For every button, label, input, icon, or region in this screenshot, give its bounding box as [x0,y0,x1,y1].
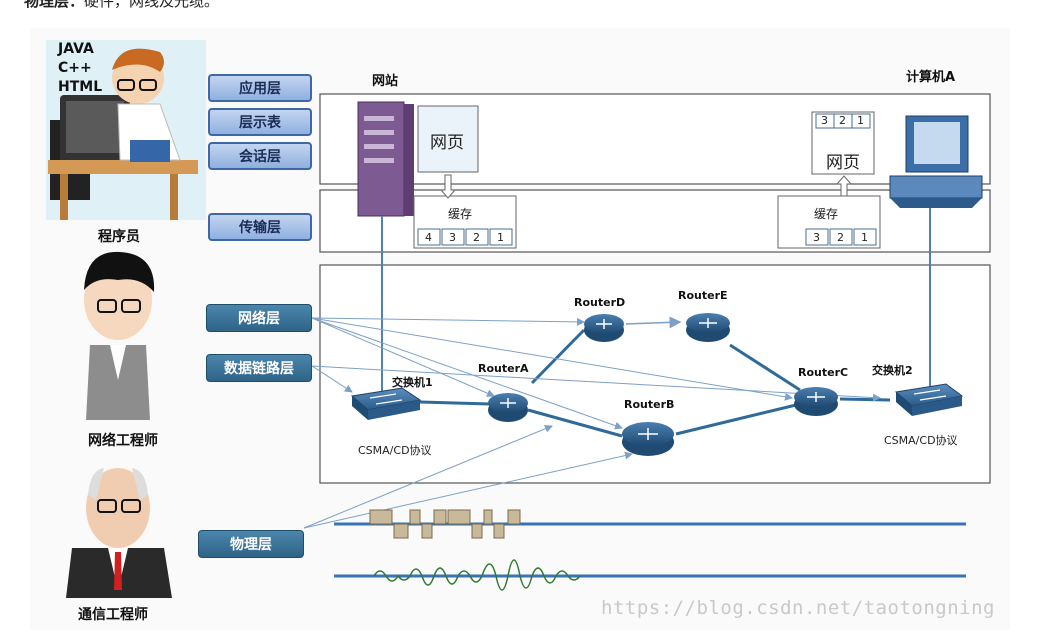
router-e-label: RouterE [678,289,728,302]
down-arrow-icon [439,174,457,199]
cache-right-title: 缓存 [814,207,839,221]
router-b-icon [622,422,674,456]
router-c-label: RouterC [798,366,849,379]
application-layer-button[interactable]: 应用层 [208,74,312,102]
network-links [419,328,891,438]
network-engineer-illustration [84,251,155,420]
website-title: 网站 [372,74,399,89]
datalink-layer-button[interactable]: 数据链路层 [206,354,312,382]
analog-signal [373,559,581,591]
programmer-label: 程序员 [98,229,140,245]
server-icon [357,101,414,217]
router-a-icon [488,393,528,422]
switch2-protocol: CSMA/CD协议 [884,434,958,447]
computer-title: 计算机A [906,70,956,85]
switch1-protocol: CSMA/CD协议 [358,444,432,457]
router-d-label: RouterD [574,296,626,309]
cache-left-segment-1: 1 [497,231,504,244]
code-java: JAVA [58,41,94,57]
router-b-label: RouterB [624,398,675,411]
computer-segment-2: 2 [839,114,846,127]
network-engineer-label: 网络工程师 [88,433,158,449]
cache-right-segment-3: 3 [813,231,820,244]
digital-signal [369,509,521,539]
cache-right-segment-1: 1 [861,231,868,244]
router-e-icon [686,313,730,342]
cache-left-title: 缓存 [448,207,473,221]
cache-right-segment-row [805,228,877,246]
code-html: HTML [58,79,103,95]
router-c-icon [794,387,838,416]
d-to-e-arrow [625,316,682,329]
network-layer-button[interactable]: 网络层 [206,304,312,332]
up-arrow-icon [835,175,853,197]
header-text: 硬件，网线及光缆。 [84,0,220,10]
switch1-icon [350,387,422,420]
cache-left-segment-4: 4 [425,231,432,244]
transport-layer-button[interactable]: 传输层 [208,213,312,241]
pointer-lines [303,317,881,529]
computer-segment-1: 1 [857,114,864,127]
computer-segment-row [815,113,871,129]
physical-layer-button[interactable]: 物理层 [198,530,304,558]
presentation-layer-button[interactable]: 层示表 [208,108,312,136]
programmer-code-text: JAVA C++ HTML [58,40,102,97]
cache-left-segment-row [417,228,513,246]
computer-icon [889,115,983,208]
cache-left-segment-2: 2 [473,231,480,244]
programmer-illustration [46,40,206,220]
cache-right-segment-2: 2 [837,231,844,244]
website-page-label: 网页 [430,133,464,153]
telecom-engineer-illustration [66,468,172,598]
computer-page-label: 网页 [826,153,860,173]
cache-left-segment-3: 3 [449,231,456,244]
watermark-url: https://blog.csdn.net/taotongning [601,597,995,619]
telecom-engineer-label: 通信工程师 [78,607,148,623]
session-layer-button[interactable]: 会话层 [208,142,312,170]
router-a-label: RouterA [478,362,529,375]
computer-segment-3: 3 [821,114,828,127]
switch2-label: 交换机2 [872,364,913,377]
header-line: 物理层：硬件，网线及光缆。 [24,0,219,11]
router-d-icon [584,314,624,342]
code-cpp: C++ [58,60,92,76]
website-page-box [417,105,479,173]
switch1-label: 交换机1 [392,376,433,389]
header-prefix: 物理层： [24,0,85,10]
switch2-icon [894,383,964,416]
